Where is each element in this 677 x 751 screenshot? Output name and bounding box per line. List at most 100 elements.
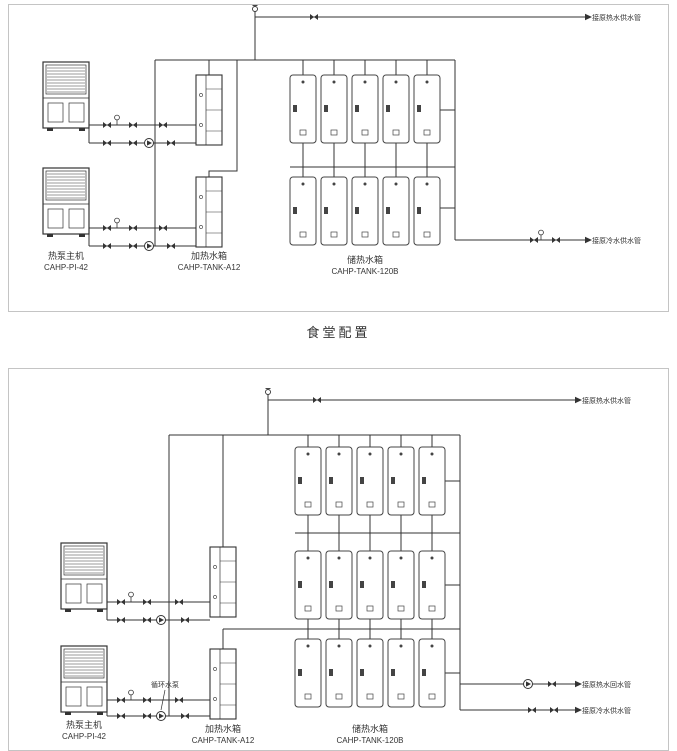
- valve-icon: [103, 140, 111, 146]
- storage-tank: [320, 176, 348, 246]
- valve-icon: [143, 599, 151, 605]
- gauge-icon: [538, 229, 544, 241]
- valve-icon: [117, 617, 125, 623]
- heating-tank-label: 加热水箱: [205, 723, 241, 734]
- storage-tank-label: 储热水箱: [347, 254, 383, 265]
- top-diagram-panel: 接原热水供水管 接原冷水供水管 热泵主机 CAHP-PI-42 加热水箱 CAH…: [8, 4, 669, 312]
- cold-supply-pipe-label: 接原冷水供水管: [582, 706, 631, 715]
- pump-icon: [523, 679, 533, 689]
- arrow-icon: [575, 680, 582, 688]
- piping: [88, 12, 585, 247]
- canteen-heatpump-diagram: 接原热水供水管 接原冷水供水管 热泵主机 CAHP-PI-42 加热水箱 CAH…: [42, 5, 641, 276]
- heating-tank: [209, 648, 237, 720]
- valve-icon: [103, 225, 111, 231]
- heating-tank: [195, 176, 223, 248]
- valve-icon: [129, 140, 137, 146]
- air-vent-icon: [265, 388, 271, 395]
- heatpump-loop-pipes: [88, 124, 196, 247]
- hot-supply-pipe-label: 接原热水供水管: [592, 13, 641, 22]
- hot-supply-pipe-label: 接原热水供水管: [582, 396, 631, 405]
- heat-pump-unit: [60, 645, 108, 716]
- hot-supply-pipes: [168, 395, 575, 716]
- caption-canteen-config: 食堂配置: [306, 325, 371, 340]
- pump-icon: [144, 138, 154, 148]
- storage-tank: [294, 446, 322, 516]
- second-heatpump-diagram: 接原热水供水管 接原热水回水管 接原冷水供水管 循环水泵 热泵主机 CAHP-P…: [60, 388, 631, 745]
- storage-tank: [387, 638, 415, 708]
- heat-pump-unit: [42, 167, 90, 238]
- storage-tank: [289, 74, 317, 144]
- circulation-pump-label: 循环水泵: [151, 680, 179, 689]
- storage-tank: [418, 446, 446, 516]
- arrow-icon: [585, 236, 592, 244]
- valve-icon: [530, 237, 538, 243]
- valve-icon: [143, 617, 151, 623]
- storage-tank: [387, 550, 415, 620]
- piping: [106, 395, 575, 717]
- valve-icon: [103, 243, 111, 249]
- valve-icon: [143, 697, 151, 703]
- valve-icon: [181, 713, 189, 719]
- heat-pump-model: CAHP-PI-42: [62, 732, 107, 741]
- arrow-icon: [575, 396, 582, 404]
- storage-tank: [294, 638, 322, 708]
- cold-supply-pipe-label: 接原冷水供水管: [592, 236, 641, 245]
- valve-icon: [313, 397, 321, 403]
- heat-pump-model: CAHP-PI-42: [44, 263, 89, 272]
- storage-pipes: [222, 435, 575, 711]
- arrow-icon: [585, 13, 592, 21]
- valve-icon: [159, 122, 167, 128]
- storage-tank: [289, 176, 317, 246]
- heat-pump-label: 热泵主机: [66, 719, 102, 730]
- arrow-icon: [575, 706, 582, 714]
- heating-tank: [195, 74, 223, 146]
- valve-icon: [129, 225, 137, 231]
- storage-tank: [382, 74, 410, 144]
- storage-tank: [325, 550, 353, 620]
- storage-tank: [325, 638, 353, 708]
- valve-icon: [310, 14, 318, 20]
- gauge-icon: [128, 689, 134, 701]
- bottom-diagram-panel: 接原热水供水管 接原热水回水管 接原冷水供水管 循环水泵 热泵主机 CAHP-P…: [8, 368, 669, 751]
- equipment: [42, 61, 441, 248]
- storage-tank: [294, 550, 322, 620]
- storage-tank-model: CAHP-TANK-120B: [337, 736, 404, 745]
- hot-return-pipe-label: 接原热水回水管: [582, 680, 631, 689]
- pump-label-leader: [160, 689, 166, 711]
- pump-icon: [144, 241, 154, 251]
- valve-icon: [167, 140, 175, 146]
- gauge-icon: [114, 114, 120, 126]
- valve-icon: [117, 599, 125, 605]
- pump-icon: [156, 615, 166, 625]
- storage-tank: [387, 446, 415, 516]
- storage-tank: [413, 74, 441, 144]
- valve-icon: [528, 707, 536, 713]
- storage-tank: [356, 550, 384, 620]
- heating-tank-model: CAHP-TANK-A12: [192, 736, 255, 745]
- storage-tank: [382, 176, 410, 246]
- storage-tank: [413, 176, 441, 246]
- storage-tank: [418, 638, 446, 708]
- equipment: [60, 446, 446, 720]
- air-vent-icon: [252, 5, 258, 12]
- valve-icon: [159, 225, 167, 231]
- gauge-icon: [128, 591, 134, 603]
- storage-tank: [320, 74, 348, 144]
- valve-icon: [548, 681, 556, 687]
- valve-icon: [143, 713, 151, 719]
- storage-pipes: [290, 60, 585, 241]
- heat-pump-unit: [42, 61, 90, 132]
- heating-tank-model: CAHP-TANK-A12: [178, 263, 241, 272]
- valve-icon: [552, 237, 560, 243]
- storage-tank-model: CAHP-TANK-120B: [332, 267, 399, 276]
- valve-icon: [167, 243, 175, 249]
- valve-icon: [103, 122, 111, 128]
- storage-tank: [351, 176, 379, 246]
- heat-pump-label: 热泵主机: [48, 250, 84, 261]
- storage-tank-label: 储热水箱: [352, 723, 388, 734]
- hot-supply-pipes: [154, 12, 585, 246]
- valve-icon: [117, 697, 125, 703]
- storage-tank: [356, 446, 384, 516]
- valve-icon: [117, 713, 125, 719]
